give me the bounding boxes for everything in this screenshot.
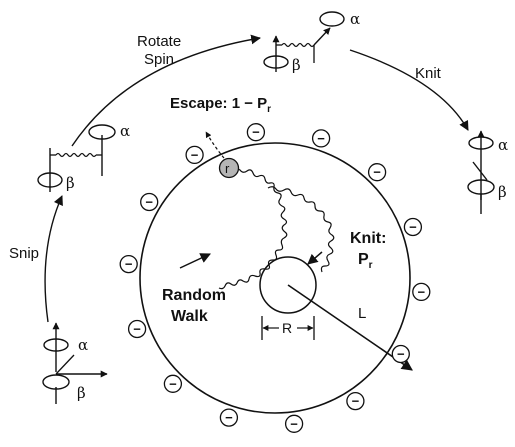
knit-inner-label-line2: Pr [358, 251, 373, 271]
main-circle [139, 142, 411, 414]
negative-ion-icon: − [367, 163, 387, 182]
spin-pair-icon: α β [467, 130, 508, 214]
particle-r [218, 157, 240, 179]
ion-minus-sign: − [317, 131, 325, 146]
ion-minus-sign: − [252, 125, 260, 140]
ion-minus-sign: − [352, 394, 360, 409]
svg-text:β: β [498, 183, 507, 201]
random-walk-path-icon [218, 167, 288, 290]
negative-ion-icon: − [127, 319, 147, 339]
spin-pair-icon: α β [37, 122, 130, 192]
ion-minus-sign: − [169, 376, 177, 391]
ion-minus-sign: − [125, 257, 133, 272]
particle-r-label: r [225, 161, 230, 176]
ion-minus-sign: − [409, 220, 417, 235]
svg-text:α: α [350, 10, 360, 28]
random-walk-branch [267, 186, 335, 273]
knit-top-label: Knit [415, 65, 442, 82]
cycle-arrow-snip-to-rotate [71, 34, 261, 147]
negative-ion-icon: − [284, 414, 304, 433]
svg-text:β: β [77, 384, 86, 402]
svg-text:α: α [498, 136, 508, 154]
random-walk-pointer [179, 253, 211, 269]
negative-ion-icon: − [163, 374, 183, 393]
negative-ion-icon: − [219, 408, 239, 427]
length-L-arrow [287, 284, 413, 371]
knit-inner-label-line1: Knit: [350, 230, 386, 247]
negative-ion-icon: − [185, 145, 204, 165]
rotate-spin-label-line1: Rotate [137, 33, 181, 50]
negative-ion-icon: − [119, 254, 138, 274]
ion-minus-sign: − [373, 165, 381, 180]
negative-ion-icon: − [140, 192, 159, 212]
random-walk-label-line1: Random [162, 287, 226, 304]
ion-minus-sign: − [225, 410, 233, 425]
negative-ion-icon: − [346, 391, 365, 411]
random-walk-label-line2: Walk [171, 308, 208, 325]
radius-R-dimension [261, 316, 315, 340]
ion-minus-sign: − [133, 322, 141, 337]
inner-circle [259, 256, 317, 314]
spin-pair-icon: α β [42, 322, 108, 404]
cycle-arrow-rotate-to-knit [349, 49, 469, 131]
svg-text:β: β [292, 56, 301, 74]
knit-pointer [307, 251, 323, 265]
cycle-arrow-bottom-to-snip [44, 195, 63, 323]
ion-minus-sign: − [418, 284, 426, 299]
ion-minus-sign: − [290, 416, 298, 431]
negative-ion-icon: − [391, 344, 410, 364]
svg-text:α: α [78, 336, 88, 354]
escape-arrow [205, 131, 225, 159]
ion-minus-sign: − [145, 195, 153, 210]
negative-ion-icon: − [246, 123, 266, 142]
negative-ion-icon: − [311, 129, 331, 148]
ion-minus-sign: − [397, 347, 405, 362]
ion-minus-sign: − [191, 147, 199, 162]
svg-text:β: β [66, 174, 75, 192]
escape-label: Escape: 1 − Pr [170, 95, 271, 115]
negative-ion-ring: − − − − − − − − − − − − − − [119, 123, 431, 433]
spin-pair-icon: α β [263, 10, 360, 74]
negative-ion-icon: − [412, 282, 431, 302]
radius-R-label: R [282, 320, 292, 336]
rotate-spin-label-line2: Spin [144, 51, 174, 68]
length-L-label: L [358, 305, 366, 322]
negative-ion-icon: − [403, 217, 423, 237]
snip-label: Snip [9, 245, 39, 262]
svg-text:α: α [120, 122, 130, 140]
